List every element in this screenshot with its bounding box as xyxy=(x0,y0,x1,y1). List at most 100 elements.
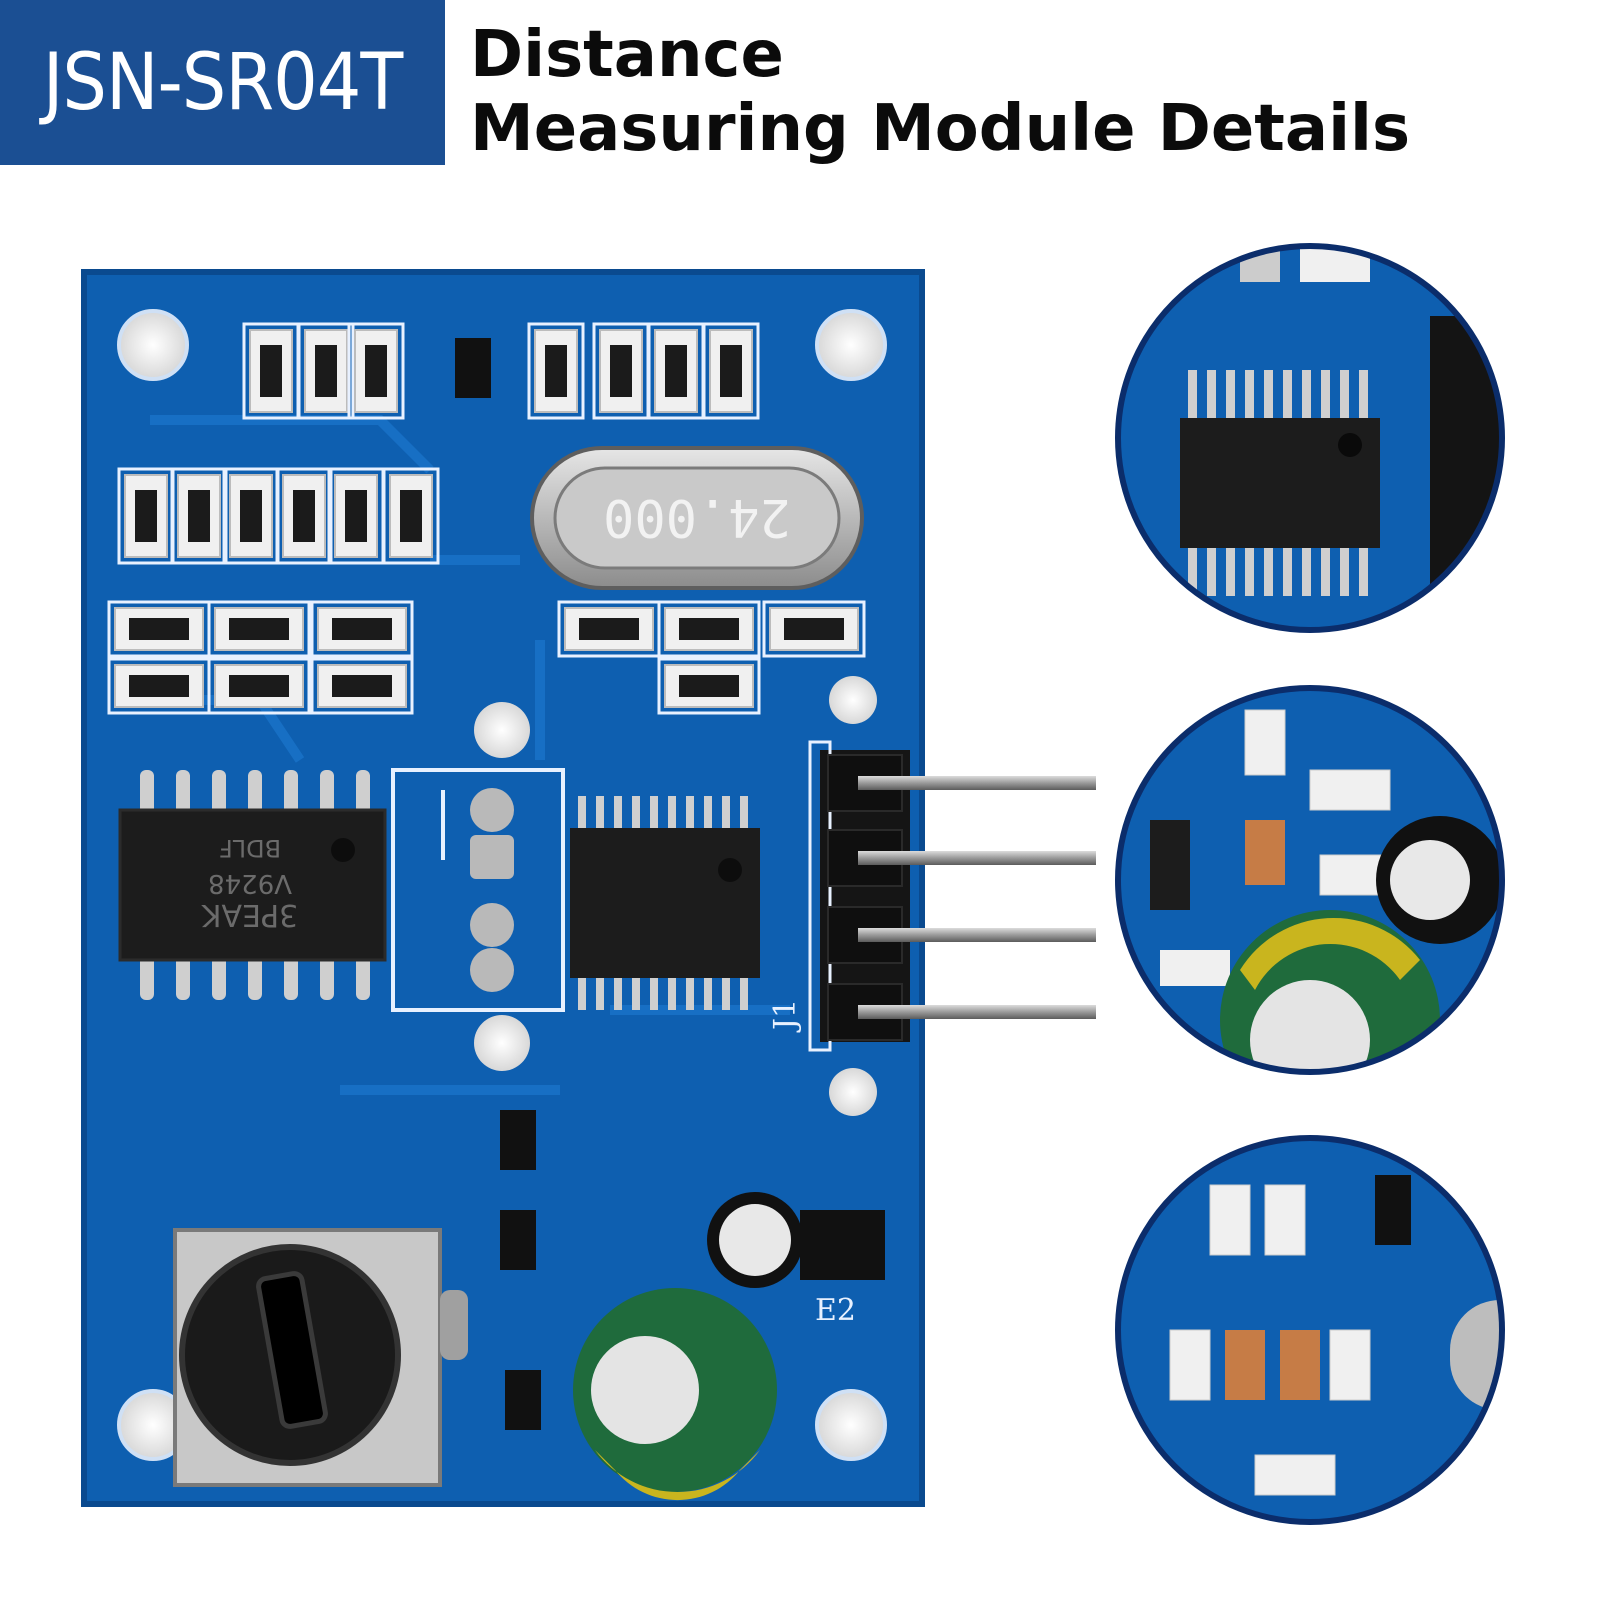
smd-body xyxy=(400,490,422,542)
smd-body xyxy=(240,490,262,542)
smd-outline xyxy=(170,467,228,565)
ic-pin xyxy=(176,956,190,1000)
ic-pin xyxy=(140,956,154,1000)
smd-outline xyxy=(657,600,761,658)
trimmer-potentiometer xyxy=(173,1228,468,1487)
headline-line1: Distance xyxy=(470,18,784,92)
smd-body xyxy=(679,675,739,697)
smd-body xyxy=(293,490,315,542)
cap-label: E2 xyxy=(815,1293,856,1328)
smd-body xyxy=(229,675,289,697)
ic-pin xyxy=(632,976,640,1010)
crystal-label: 24.000 xyxy=(603,487,791,547)
transducer-pads xyxy=(391,768,565,1012)
smd-body xyxy=(188,490,210,542)
ic-pin xyxy=(1359,370,1368,420)
ic-pin xyxy=(632,796,640,830)
ic-pin xyxy=(356,770,370,814)
ic-pin xyxy=(176,770,190,814)
ic-pin xyxy=(1188,546,1197,596)
ic-pin xyxy=(1226,546,1235,596)
ic-pin xyxy=(1226,370,1235,420)
crystal: 24.000 xyxy=(530,446,864,590)
smd-outline xyxy=(297,322,355,420)
smd-resistor xyxy=(282,474,326,558)
ic-pin xyxy=(1245,546,1254,596)
ic-pin xyxy=(1207,546,1216,596)
smd-body xyxy=(260,345,282,397)
ic-pin xyxy=(320,956,334,1000)
ic-pin xyxy=(1321,370,1330,420)
smd-components xyxy=(107,322,866,715)
smd-body xyxy=(679,618,739,640)
ic-pin xyxy=(1264,546,1273,596)
header-pins xyxy=(858,776,1096,1019)
connector-label: J1 xyxy=(768,999,803,1033)
ic-pin xyxy=(650,976,658,1010)
smd-body xyxy=(784,618,844,640)
ic-pin xyxy=(614,796,622,830)
ic-pin xyxy=(1188,370,1197,420)
smd-body xyxy=(135,490,157,542)
ic-pin xyxy=(596,796,604,830)
headline: Distance Measuring Module Details xyxy=(470,18,1410,166)
detail-magnifier-ic xyxy=(1115,243,1505,633)
ic-pin xyxy=(668,976,676,1010)
ic-marking-1: 3PEAK xyxy=(201,897,299,932)
smd-body xyxy=(129,675,189,697)
smd-outline xyxy=(275,467,333,565)
ic-pin xyxy=(248,770,262,814)
ic-pin xyxy=(668,796,676,830)
ic-pin xyxy=(1207,370,1216,420)
smd-body xyxy=(129,618,189,640)
ic-pin xyxy=(1359,546,1368,596)
ic-pin xyxy=(1340,546,1349,596)
detail-magnifier-capacitor xyxy=(1115,685,1505,1075)
ic-pin xyxy=(140,770,154,814)
detail-magnifier-resistors xyxy=(1115,1135,1505,1525)
mounting-holes xyxy=(117,309,887,1461)
ic-pin xyxy=(722,976,730,1010)
smd-outline xyxy=(527,322,585,420)
smd-outline xyxy=(702,322,760,420)
smd-body xyxy=(545,345,567,397)
ic-pin xyxy=(1340,370,1349,420)
headline-line2: Measuring Module Details xyxy=(470,92,1411,166)
smd-outline xyxy=(207,657,311,715)
ic-pin xyxy=(356,956,370,1000)
ic-pin xyxy=(212,770,226,814)
model-badge: JSN-SR04T xyxy=(0,0,445,165)
ic-marking-3: BDLF xyxy=(219,834,281,862)
smd-body xyxy=(315,345,337,397)
smd-outline xyxy=(657,657,761,715)
smd-body xyxy=(229,618,289,640)
ic-pin xyxy=(1283,546,1292,596)
model-label: JSN-SR04T xyxy=(42,37,403,128)
ic-pin xyxy=(1302,370,1311,420)
ic-pin xyxy=(704,796,712,830)
smd-body xyxy=(665,345,687,397)
ic-pin xyxy=(578,976,586,1010)
ic-pin xyxy=(1283,370,1292,420)
smd-body xyxy=(332,675,392,697)
ic-pin xyxy=(596,976,604,1010)
ic-pin xyxy=(1321,546,1330,596)
ic-pin xyxy=(284,956,298,1000)
smd-outline xyxy=(207,600,311,658)
ic-pin xyxy=(740,976,748,1010)
smd-outline xyxy=(382,467,440,565)
ic-pin xyxy=(686,796,694,830)
smd-body xyxy=(610,345,632,397)
smd-body xyxy=(579,618,639,640)
ic-pin xyxy=(284,770,298,814)
smd-outline xyxy=(762,600,866,658)
ic-pin xyxy=(212,956,226,1000)
ic-pin xyxy=(740,796,748,830)
smd-outline xyxy=(310,600,414,658)
smd-body xyxy=(720,345,742,397)
ic-pin xyxy=(704,976,712,1010)
capacitors: E2 xyxy=(573,1192,885,1501)
ic-pin xyxy=(248,956,262,1000)
smd-body xyxy=(332,618,392,640)
